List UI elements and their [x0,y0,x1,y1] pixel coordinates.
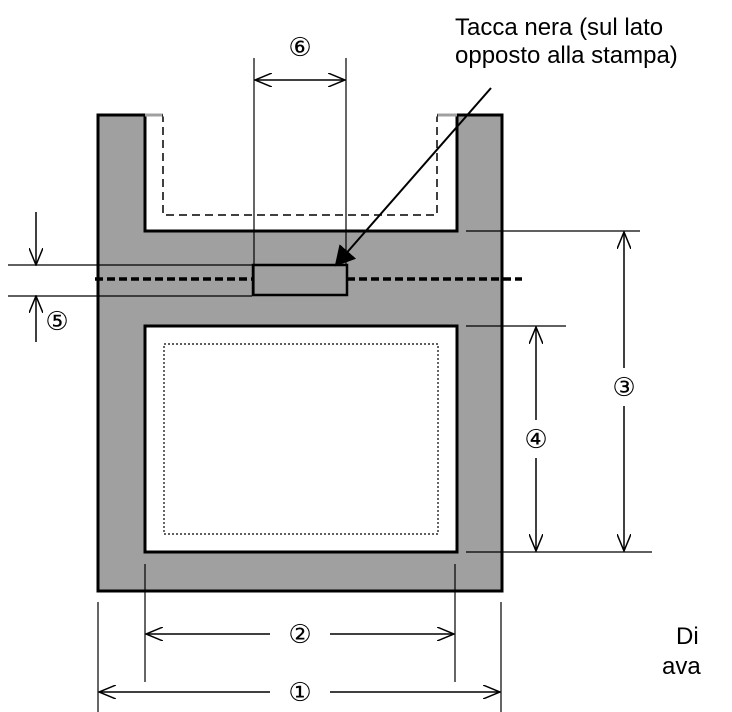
black-mark-callout: Tacca nera (sul lato opposto alla stampa… [455,14,678,70]
callout-leader [334,87,492,267]
dimension-5-label: ⑤ [45,307,68,337]
black-mark [251,263,349,297]
cropped-corner-text: Di ava [662,622,701,682]
lower-label [143,324,459,554]
callout-line-2: opposto alla stampa) [455,42,678,69]
dimension-4-label: ④ [524,425,547,455]
dimension-3-label: ③ [612,373,635,403]
lower-print-area [163,343,439,535]
callout-line-1: Tacca nera (sul lato [455,14,664,41]
dimension-1-label: ① [288,678,311,708]
upper-label [143,113,459,233]
corner-text-line-2: ava [662,653,701,680]
dimension-6-label: ⑥ [288,33,311,63]
dimension-2-label: ② [288,620,311,650]
corner-text-line-1: Di [676,623,699,650]
